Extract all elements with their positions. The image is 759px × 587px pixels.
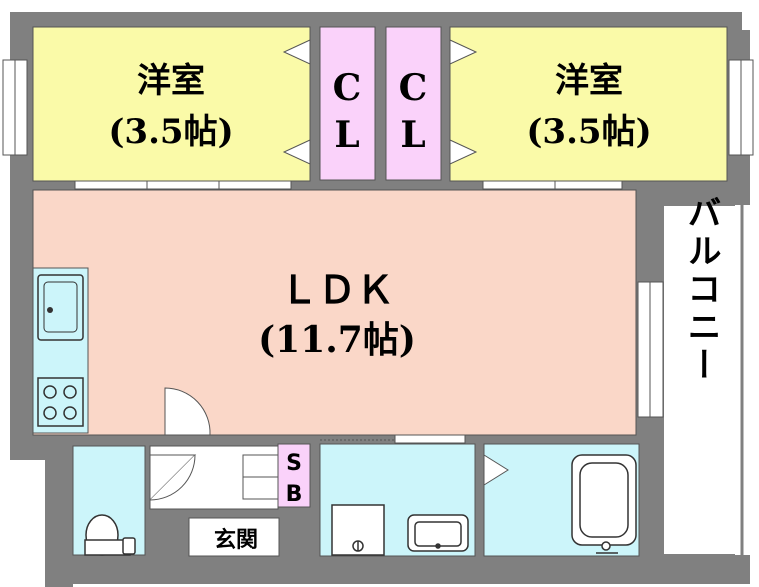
- closet-right-line2: L: [400, 114, 425, 156]
- western-room-right: [449, 26, 728, 182]
- entrance-label: 玄関: [214, 527, 258, 553]
- bathtub-icon: [571, 454, 637, 554]
- basin-icon: [407, 514, 469, 552]
- western-left-name: 洋室: [137, 61, 205, 101]
- ldk-room: [32, 189, 637, 436]
- balcony-area: [662, 204, 744, 556]
- entrance-floor: [188, 517, 280, 557]
- toilet-icon: [84, 514, 136, 556]
- closet-left-line1: C: [333, 67, 362, 109]
- closet-left-line2: L: [334, 114, 359, 156]
- sink-icon: [37, 274, 84, 341]
- stove-icon: [37, 377, 84, 427]
- windows: [2, 59, 754, 418]
- western-right-name: 洋室: [555, 61, 623, 101]
- washer-icon: [331, 504, 385, 556]
- ldk-size: (11.7帖): [258, 319, 416, 361]
- balcony-label: バルコニー: [681, 195, 721, 385]
- ldk-name: ＬＤＫ: [280, 267, 394, 312]
- sliding-doors-top[interactable]: [74, 180, 623, 190]
- entrance-doors[interactable]: [149, 387, 509, 502]
- closet-doors[interactable]: [282, 39, 478, 165]
- closet-right-line1: C: [399, 67, 428, 109]
- closet-left: [319, 26, 376, 181]
- western-left-size: (3.5帖): [108, 112, 233, 152]
- shoe-box-line1: S: [286, 451, 302, 476]
- closet-right: [385, 26, 442, 181]
- shoe-box-line2: B: [286, 482, 303, 507]
- western-room-left: [32, 26, 311, 182]
- western-right-size: (3.5帖): [526, 112, 651, 152]
